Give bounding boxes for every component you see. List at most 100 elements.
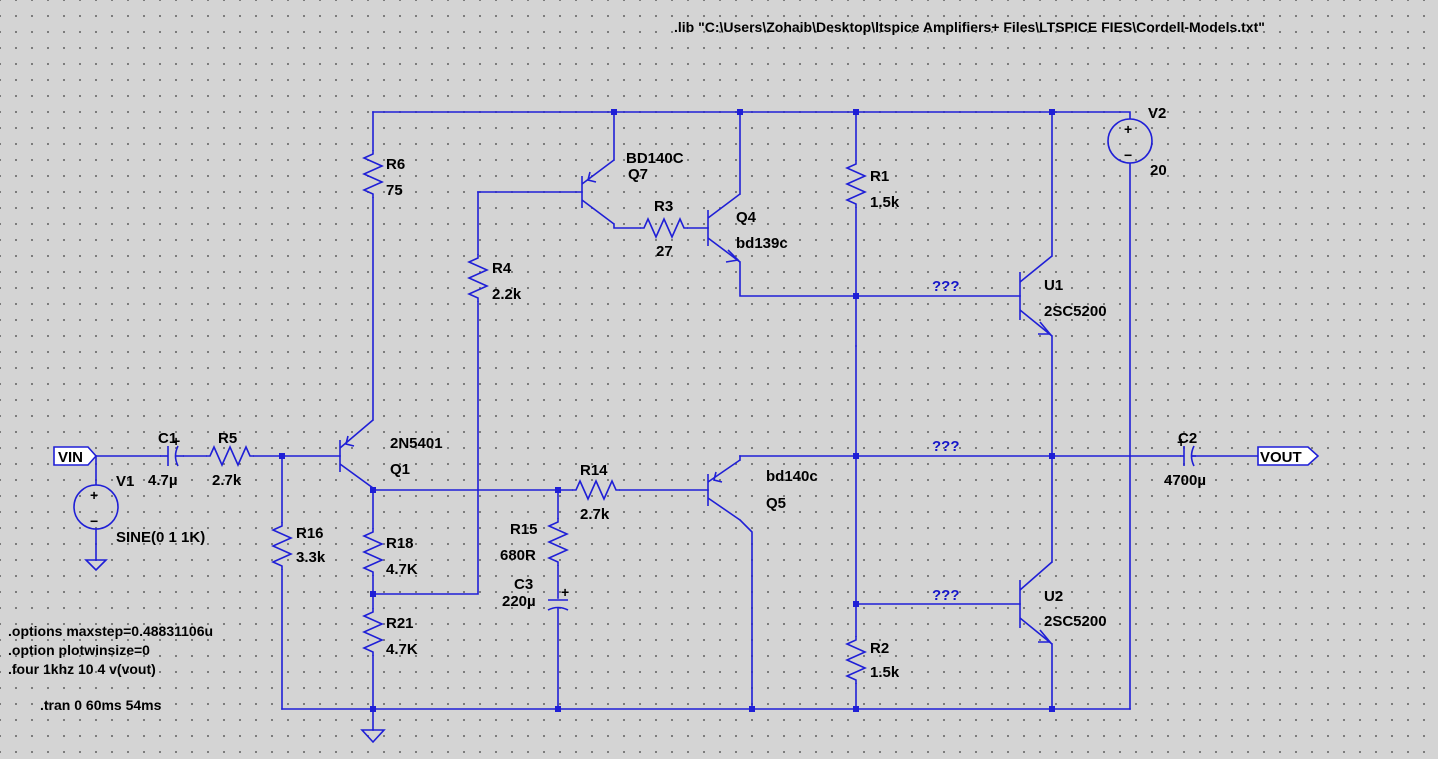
- transistor-q4[interactable]: [707, 193, 741, 263]
- label-u1-model: 2SC5200: [1044, 303, 1107, 320]
- label-u1-name: U1: [1044, 277, 1063, 294]
- capacitor-c3[interactable]: +: [547, 584, 569, 611]
- junction: [555, 487, 561, 493]
- label-v1-value: SINE(0 1 1K): [116, 529, 205, 546]
- voltage-source-v2[interactable]: + −: [1107, 118, 1153, 164]
- label-q4-model: bd139c: [736, 235, 788, 252]
- label-r1-value: 1.5k: [870, 194, 900, 211]
- label-q1-name: Q1: [390, 461, 410, 478]
- transistors: [339, 159, 1053, 645]
- label-c2-value: 4700µ: [1164, 472, 1206, 489]
- label-r2-value: 1.5k: [870, 664, 900, 681]
- label-r6-value: 75: [386, 182, 403, 199]
- resistor-r21[interactable]: [362, 608, 384, 656]
- capacitor-c2[interactable]: +: [1177, 434, 1196, 467]
- resistor-r18[interactable]: [362, 528, 384, 576]
- c1-plus-sign: +: [172, 433, 180, 449]
- resistor-r16[interactable]: [271, 522, 293, 570]
- label-r16-value: 3.3k: [296, 549, 326, 566]
- junction: [555, 706, 561, 712]
- ground-symbol-main: [360, 729, 386, 744]
- net-label-unknown[interactable]: ???: [932, 438, 960, 455]
- directive-option-plotwinsize[interactable]: .option plotwinsize=0: [8, 642, 150, 658]
- resistor-r6[interactable]: [362, 150, 384, 198]
- label-r18-value: 4.7K: [386, 561, 418, 578]
- label-r14-name: R14: [580, 462, 608, 479]
- junction: [611, 109, 617, 115]
- junction: [853, 601, 859, 607]
- directive-tran[interactable]: .tran 0 60ms 54ms: [40, 697, 162, 713]
- net-label-unknown[interactable]: ???: [932, 587, 960, 604]
- transistor-u2[interactable]: [1019, 561, 1053, 645]
- junction: [853, 453, 859, 459]
- label-c1-value: 4.7µ: [148, 472, 178, 489]
- junction: [853, 706, 859, 712]
- resistor-r3[interactable]: [640, 217, 688, 239]
- wire-v2-top: [1051, 111, 1131, 119]
- transistor-q1[interactable]: [339, 419, 374, 489]
- label-r15-value: 680R: [500, 547, 536, 564]
- c3-plus-sign: +: [561, 584, 569, 600]
- label-q5-name: Q5: [766, 495, 786, 512]
- label-c1-name: C1: [158, 430, 177, 447]
- resistor-r1[interactable]: [845, 160, 867, 208]
- label-r4-name: R4: [492, 260, 512, 277]
- junction: [1049, 706, 1055, 712]
- v1-plus-sign: +: [90, 487, 98, 503]
- directive-four[interactable]: .four 1khz 10 4 v(vout): [8, 661, 156, 677]
- label-q7-name: Q7: [628, 166, 648, 183]
- wire-r4-bottom: [372, 301, 479, 595]
- label-r4-value: 2.2k: [492, 286, 522, 303]
- label-r14-value: 2.7k: [580, 506, 610, 523]
- resistor-r5[interactable]: [206, 445, 254, 467]
- label-u2-model: 2SC5200: [1044, 613, 1107, 630]
- junction: [279, 453, 285, 459]
- label-v2-value: 20: [1150, 162, 1167, 179]
- capacitor-c1[interactable]: +: [160, 433, 184, 467]
- resistors: [206, 150, 867, 684]
- label-r5-name: R5: [218, 430, 237, 447]
- junction: [1049, 453, 1055, 459]
- label-q4-name: Q4: [736, 209, 757, 226]
- c2-plus-sign: +: [1177, 434, 1185, 450]
- junction: [370, 706, 376, 712]
- wire-q4-emitter: [739, 261, 1021, 297]
- v1-minus-sign: −: [90, 513, 98, 529]
- label-r15-name: R15: [510, 521, 538, 538]
- resistor-r15[interactable]: [547, 518, 569, 566]
- port-vin[interactable]: VIN: [53, 446, 98, 466]
- net-label-unknown[interactable]: ???: [932, 278, 960, 295]
- transistor-q5[interactable]: [707, 459, 741, 521]
- port-vout-label: VOUT: [1260, 449, 1302, 466]
- directive-options-maxstep[interactable]: .options maxstep=0.48831106u: [8, 623, 213, 639]
- label-r6-name: R6: [386, 156, 405, 173]
- resistor-r14[interactable]: [572, 479, 620, 501]
- junction: [853, 109, 859, 115]
- transistor-u1[interactable]: [1019, 255, 1053, 337]
- resistor-r4[interactable]: [467, 254, 489, 302]
- label-q5-model: bd140c: [766, 468, 818, 485]
- port-vout[interactable]: VOUT: [1257, 446, 1320, 466]
- wire-q5-collector: [738, 518, 753, 710]
- junction: [737, 109, 743, 115]
- transistor-q7[interactable]: [581, 159, 615, 225]
- voltage-source-v1[interactable]: + −: [73, 484, 119, 530]
- label-r18-name: R18: [386, 535, 414, 552]
- junctions: [279, 109, 1055, 712]
- label-v1-name: V1: [116, 473, 134, 490]
- port-vin-label: VIN: [58, 449, 83, 466]
- label-r21-value: 4.7K: [386, 641, 418, 658]
- label-c2-name: C2: [1178, 430, 1197, 447]
- voltage-sources: + − + −: [73, 118, 1153, 530]
- label-v2-name: V2: [1148, 105, 1166, 122]
- v2-plus-sign: +: [1124, 121, 1132, 137]
- label-r5-value: 2.7k: [212, 472, 242, 489]
- capacitors: + + +: [160, 433, 1196, 611]
- label-r1-name: R1: [870, 168, 889, 185]
- lib-directive[interactable]: .lib "C:\Users\Zohaib\Desktop\ltspice Am…: [674, 19, 1265, 35]
- resistor-r2[interactable]: [845, 636, 867, 684]
- v2-minus-sign: −: [1124, 147, 1132, 163]
- label-r3-value: 27: [656, 243, 673, 260]
- junction: [749, 706, 755, 712]
